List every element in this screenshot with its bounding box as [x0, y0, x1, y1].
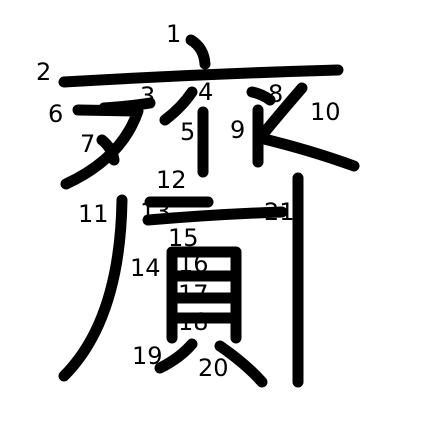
stroke-2 [58, 64, 344, 88]
stroke-19 [154, 338, 198, 374]
stroke-1 [185, 34, 211, 70]
stroke-number-17: 17 [178, 280, 209, 308]
stroke-number-11: 11 [78, 200, 109, 228]
stroke-number-13: 13 [140, 198, 171, 226]
stroke-number-6: 6 [48, 100, 63, 128]
stroke-4 [159, 86, 198, 126]
stroke-number-7: 7 [80, 130, 95, 158]
stroke-number-9: 9 [230, 116, 245, 144]
stroke-number-10: 10 [310, 98, 341, 126]
stroke-number-18: 18 [178, 308, 209, 336]
stroke-number-2: 2 [36, 58, 51, 86]
stroke-number-3: 3 [140, 82, 155, 110]
stroke-number-16: 16 [178, 250, 209, 278]
stroke-number-1: 1 [166, 20, 181, 48]
stroke-7 [96, 134, 120, 166]
stroke-8 [246, 86, 276, 106]
stroke-11 [58, 194, 128, 382]
stroke-20 [214, 340, 268, 388]
stroke-number-5: 5 [180, 118, 195, 146]
stroke-number-20: 20 [198, 354, 229, 382]
stroke-15 [166, 246, 242, 344]
stroke-number-15: 15 [168, 224, 199, 252]
stroke-number-21: 21 [264, 198, 295, 226]
stroke-13 [142, 206, 288, 226]
stroke-number-14: 14 [130, 254, 161, 282]
stroke-10 [254, 82, 360, 172]
stroke-number-8: 8 [268, 80, 283, 108]
stroke-number-4: 4 [198, 78, 213, 106]
stroke-number-12: 12 [156, 166, 187, 194]
stroke-number-19: 19 [132, 342, 163, 370]
